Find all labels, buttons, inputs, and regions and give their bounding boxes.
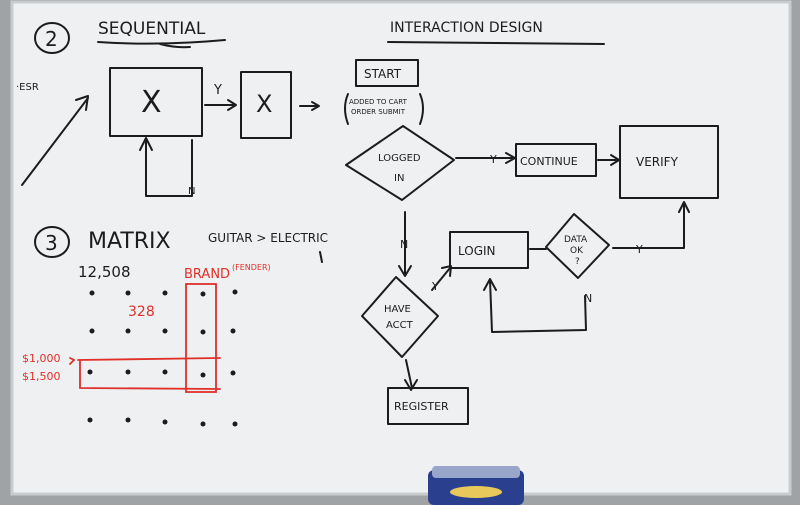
data-ok-label-2: OK [570, 246, 584, 256]
sequential-title: SEQUENTIAL [98, 19, 206, 39]
arrow-y-label: Y [213, 83, 222, 98]
grid-dot [88, 370, 93, 375]
section-number-2: 2 [45, 27, 58, 51]
eraser-label [450, 486, 502, 498]
price-high: $1,500 [22, 370, 61, 383]
yes-label-login: Y [431, 280, 439, 293]
no-label-logged-in: N [400, 238, 408, 251]
have-acct-label-2: ACCT [386, 320, 414, 331]
start-label: START [364, 67, 402, 81]
grid-dot [233, 422, 238, 427]
brand-label: BRAND [184, 267, 230, 282]
esr-label: ·ESR [16, 82, 39, 93]
data-ok-label-3: ? [575, 257, 580, 267]
matrix-count: 12,508 [78, 263, 131, 281]
grid-dot [126, 418, 131, 423]
grid-dot [90, 329, 95, 334]
logged-in-label-1: LOGGED [378, 153, 421, 164]
grid-dot [201, 292, 206, 297]
grid-dot [126, 329, 131, 334]
eraser-top [432, 466, 520, 478]
have-acct-label-1: HAVE [384, 304, 411, 315]
yes-label-verify: Y [635, 243, 643, 256]
grid-dot [233, 290, 238, 295]
login-label: LOGIN [458, 244, 496, 258]
start-note-2: ORDER SUBMIT [351, 108, 406, 116]
grid-dot [163, 291, 168, 296]
brand-note: (FENDER) [232, 263, 271, 272]
section-number-3: 3 [45, 231, 58, 255]
data-ok-label-1: DATA [564, 235, 588, 245]
grid-dot [163, 420, 168, 425]
matrix-subtitle: GUITAR > ELECTRIC [208, 231, 328, 245]
no-label-data-ok: N [584, 292, 592, 305]
start-note-1: ADDED TO CART [349, 98, 408, 106]
box-a-label: X [141, 85, 162, 120]
grid-dot [201, 373, 206, 378]
continue-label: CONTINUE [520, 155, 578, 168]
verify-label: VERIFY [636, 155, 679, 169]
red-count: 328 [128, 304, 155, 320]
matrix-title: MATRIX [88, 229, 171, 254]
grid-dot [126, 370, 131, 375]
grid-dot [163, 329, 168, 334]
grid-dot [231, 371, 236, 376]
register-label: REGISTER [394, 400, 449, 413]
grid-dot [201, 330, 206, 335]
eraser [428, 466, 524, 505]
yes-label-continue: Y [489, 153, 497, 166]
interaction-title: INTERACTION DESIGN [390, 20, 543, 36]
logged-in-label-2: IN [394, 173, 404, 184]
grid-dot [88, 418, 93, 423]
grid-dot [231, 329, 236, 334]
grid-dot [201, 422, 206, 427]
grid-dot [90, 291, 95, 296]
box-b-label: X [256, 90, 272, 118]
grid-dot [163, 370, 168, 375]
loop-n-label: N [188, 186, 195, 197]
grid-dot [126, 291, 131, 296]
price-low: $1,000 [22, 352, 61, 365]
